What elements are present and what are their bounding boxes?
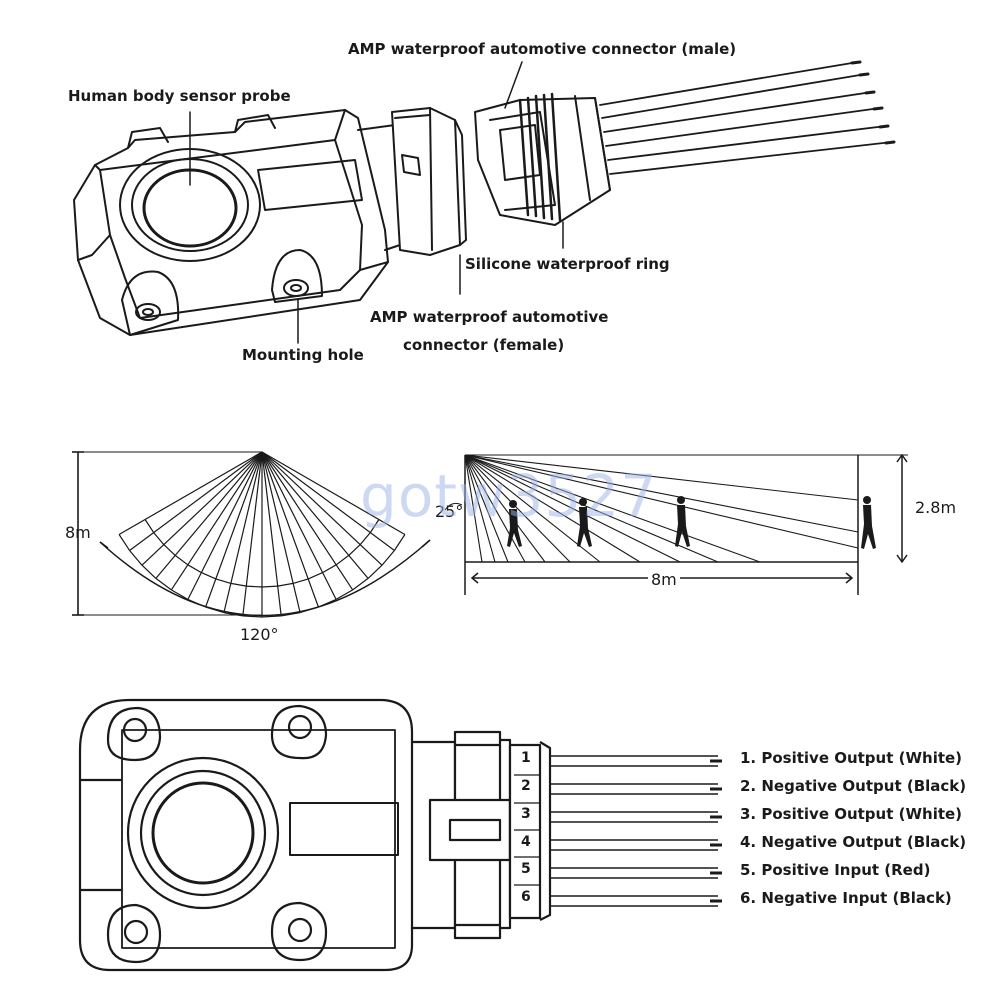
fan-ray	[129, 451, 263, 551]
fan-segment	[359, 532, 395, 566]
sensor-probe-top	[126, 756, 280, 910]
label-female-connector-line2: connector (female)	[403, 336, 565, 354]
walking-person-1	[507, 500, 522, 547]
silicone-ring-iso	[518, 92, 562, 222]
connector-number-5: 5	[521, 861, 531, 877]
side-ray	[464, 454, 859, 549]
fan-ray	[205, 451, 263, 608]
side-ray	[464, 454, 496, 563]
pin-label-4: 4. Negative Output (Black)	[740, 833, 967, 851]
fan-ray	[261, 451, 354, 591]
fan-segment	[348, 544, 383, 579]
fan-ray	[261, 451, 282, 616]
fan-segment	[223, 582, 247, 617]
connector-top	[412, 730, 552, 940]
fan-ray	[170, 451, 263, 591]
pin-label-5: 5. Positive Input (Red)	[740, 861, 931, 879]
side-ray	[464, 454, 859, 501]
walking-person-2	[577, 498, 592, 547]
fan-ray	[223, 451, 263, 613]
fan-segment	[277, 582, 301, 617]
connector-number-6: 6	[521, 889, 531, 905]
fan-ray	[261, 451, 319, 608]
connector-number-3: 3	[521, 806, 531, 822]
mounting-hole-iso-right	[271, 249, 323, 303]
pin-label-6: 6. Negative Input (Black)	[740, 889, 952, 907]
label-probe: Human body sensor probe	[68, 87, 291, 105]
label-mounting-hole: Mounting hole	[242, 346, 364, 364]
fan-segment	[335, 554, 369, 591]
wire-ends-top	[710, 759, 722, 903]
side-ray	[464, 454, 681, 563]
fan-ray	[261, 451, 383, 566]
walking-person-4	[861, 496, 876, 549]
leader-lines	[189, 61, 564, 344]
fan-segment	[141, 544, 176, 579]
side-ray	[464, 454, 526, 563]
pin-label-2: 2. Negative Output (Black)	[740, 777, 967, 795]
fan-ray	[141, 451, 263, 566]
angle-arc-120	[99, 539, 431, 617]
label-male-connector: AMP waterproof automotive connector (mal…	[348, 40, 737, 58]
fan-segment	[261, 585, 282, 618]
fan-ray	[261, 451, 337, 600]
fan-ray	[261, 451, 406, 536]
side-ray	[464, 454, 483, 563]
label-female-connector-line1: AMP waterproof automotive	[370, 308, 609, 326]
fan-segment	[155, 554, 189, 591]
mounting-holes-top	[106, 704, 328, 964]
label-angle-25: 25°	[435, 502, 464, 521]
label-height: 2.8m	[915, 498, 957, 517]
fan-ray	[242, 451, 263, 616]
horizontal-fan-diagram	[72, 451, 431, 618]
fan-ray	[261, 451, 369, 579]
fan-ray	[118, 451, 263, 536]
walking-person-3	[675, 496, 690, 547]
fan-segment	[118, 519, 155, 551]
connector-number-2: 2	[521, 778, 531, 794]
side-ray	[464, 454, 641, 563]
pin-label-3: 3. Positive Output (White)	[740, 805, 963, 823]
fan-ray	[187, 451, 263, 600]
fan-segment	[369, 519, 406, 551]
fan-ray	[155, 451, 263, 579]
label-angle-120: 120°	[240, 625, 279, 644]
walking-figures	[507, 496, 876, 549]
side-ray	[464, 454, 571, 563]
fan-segment	[322, 564, 353, 600]
pin-label-1: 1. Positive Output (White)	[740, 749, 963, 767]
fan-segment	[171, 564, 202, 600]
fan-ray	[261, 451, 301, 613]
connector-number-1: 1	[521, 750, 531, 766]
wires-top	[550, 755, 718, 907]
wires-iso	[599, 61, 893, 175]
female-connector-iso	[357, 107, 467, 256]
label-silicone-ring: Silicone waterproof ring	[465, 255, 670, 273]
sensor-body-top	[78, 698, 414, 972]
connector-number-4: 4	[521, 834, 531, 850]
fan-segment	[242, 585, 263, 618]
label-range-bottom: 8m	[648, 570, 680, 589]
side-ray	[464, 454, 546, 563]
side-ray	[464, 454, 761, 563]
side-ray	[464, 454, 509, 563]
watermark: gotw3527	[360, 462, 659, 530]
side-ray	[464, 454, 859, 533]
label-range-left: 8m	[65, 523, 91, 542]
mounting-hole-iso-left	[121, 270, 180, 336]
fan-segment	[129, 532, 165, 566]
fan-ray	[261, 451, 395, 551]
wire-tips-iso	[850, 60, 896, 145]
